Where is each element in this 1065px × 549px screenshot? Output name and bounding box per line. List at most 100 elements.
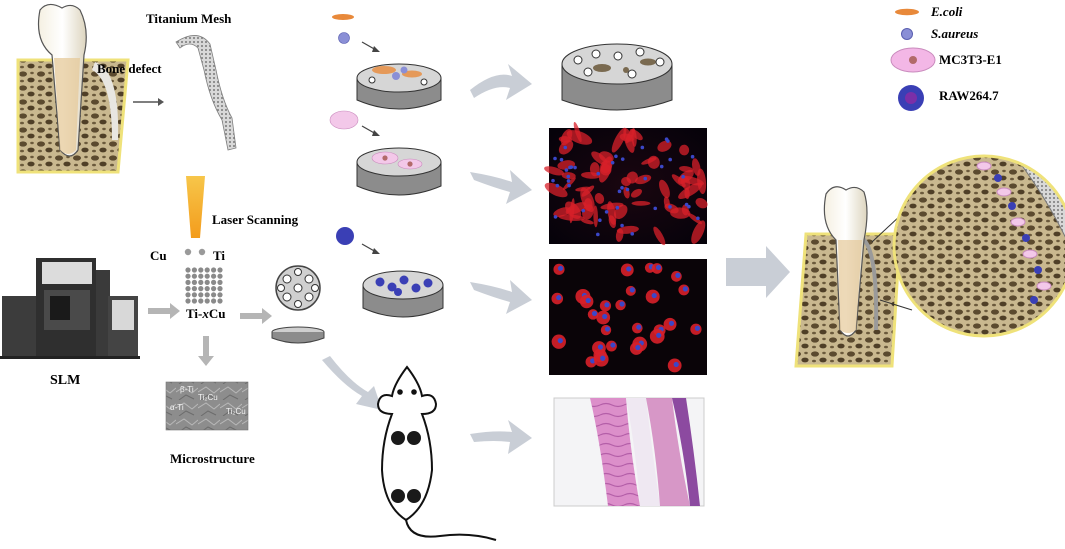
fluorescent-nucleus [675, 272, 681, 278]
macrophage-fluorescence-image [549, 259, 707, 375]
fluorescent-cytoskeleton [591, 151, 608, 166]
powder-particle [204, 292, 210, 298]
flow-arrow-alloy-to-microstructure [198, 336, 214, 366]
fluorescent-cytoskeleton [659, 179, 670, 199]
fluorescent-cytoskeleton [544, 182, 568, 198]
fluorescent-nucleus [619, 301, 625, 307]
macrophage-cell [1030, 296, 1038, 304]
powder-particle [211, 279, 217, 285]
fluorescent-cytoskeleton [581, 219, 594, 225]
result-arrow-osteoblast [470, 170, 532, 204]
powder-particle [217, 298, 223, 304]
osteoblast-cell [996, 187, 1012, 197]
bone-zoom-inset [892, 154, 1065, 338]
osteoblast-cell [976, 161, 992, 171]
powder-particle [191, 286, 197, 292]
fluorescent-cytoskeleton [678, 182, 703, 200]
powder-particle [211, 286, 217, 292]
fluorescent-nucleus [614, 154, 618, 159]
laser-beam [186, 176, 205, 238]
slm-label: SLM [50, 373, 80, 388]
osteoblast-cell [1036, 281, 1052, 291]
fluorescent-nucleus [620, 223, 624, 228]
titanium-mesh-strip [175, 35, 237, 151]
macrophage-disc [362, 270, 444, 318]
coccus-bacterium-icon [901, 28, 913, 40]
subcutaneous-implants [391, 431, 421, 503]
fluorescent-nucleus [568, 165, 572, 170]
powder-particle [185, 279, 191, 285]
fluorescent-nucleus [585, 297, 591, 304]
result-arrow-bacteria [470, 64, 532, 100]
fluorescent-nucleus [668, 157, 672, 162]
fluorescent-nucleus [610, 160, 615, 165]
inoculation-arrow-osteoblast [361, 125, 380, 136]
powder-particle [185, 298, 191, 304]
fluorescent-nucleus [566, 174, 571, 179]
inoculation-arrow-macrophage [361, 243, 380, 254]
fluorescent-nucleus [625, 187, 630, 192]
fluorescent-nucleus [581, 208, 586, 213]
fluorescent-nucleus [553, 156, 557, 161]
fluorescent-nucleus [687, 204, 691, 209]
fluorescent-cytoskeleton [670, 207, 691, 219]
powder-particle [185, 267, 191, 273]
flow-arrow-alloy-to-scaffold [240, 308, 272, 324]
fluorescent-nucleus [564, 168, 569, 172]
powder-particle [211, 273, 217, 279]
cell-nucleus-icon [905, 92, 917, 104]
microstructure-label-ti2cu-b: Ti₂Cu [226, 407, 246, 416]
titanium-mesh-label: Titanium Mesh [146, 11, 232, 26]
fluorescent-nucleus [694, 325, 701, 331]
fluorescent-nucleus [557, 265, 564, 271]
fluorescent-cytoskeleton [679, 175, 705, 186]
fluorescent-cytoskeleton [594, 193, 605, 204]
macrophage-fluorescence-cells [551, 262, 702, 373]
fluorescent-nucleus [551, 178, 555, 183]
alloy-label: Ti-xCu [186, 306, 226, 321]
arrow-to-animal-model [322, 356, 382, 410]
fluorescent-cytoskeleton [631, 128, 637, 147]
legend-label: MC3T3-E1 [939, 52, 1002, 67]
microstructure-label: Microstructure [170, 451, 255, 466]
fluorescent-nucleus [567, 183, 571, 188]
porous-scaffold-top-view [275, 265, 321, 311]
powder-particle [211, 292, 217, 298]
fluorescent-nucleus [604, 210, 609, 214]
scaffold-disc-side-view [271, 326, 325, 344]
fluorescent-cytoskeleton [691, 220, 706, 244]
powder-particle [185, 273, 191, 279]
powder-particle [204, 273, 210, 279]
arrow-to-mesh [133, 98, 164, 106]
osteoblast-cell [1010, 217, 1026, 227]
powder-particle [198, 286, 204, 292]
fluorescent-cytoskeleton [562, 177, 576, 190]
fluorescent-cytoskeleton [687, 213, 702, 225]
fluorescent-cytoskeleton [598, 156, 613, 183]
ecoli-specimen-icon [332, 14, 354, 20]
macrophage-cell [994, 174, 1002, 182]
fluorescent-cytoskeleton [593, 205, 598, 228]
fluorescent-nucleus [629, 287, 635, 293]
fluorescent-cytoskeleton [634, 174, 652, 185]
microstructure-sem-image [165, 381, 249, 431]
powder-particle [198, 292, 204, 298]
fluorescent-nucleus [659, 164, 664, 169]
fluorescent-cytoskeleton [573, 121, 582, 143]
fluorescent-nucleus [617, 189, 622, 194]
fluorescent-cytoskeleton [657, 140, 672, 152]
legend-label: RAW264.7 [939, 88, 999, 103]
healed-tooth-with-mesh [794, 186, 902, 368]
powder-particle-grid [185, 267, 223, 304]
powder-particle [198, 267, 204, 273]
fluorescent-cytoskeleton [616, 225, 639, 234]
fluorescent-nucleus [597, 344, 604, 350]
fluorescent-nucleus [557, 338, 563, 344]
osteoblast-specimen-icon [329, 110, 359, 130]
fluorescent-nucleus [559, 157, 564, 162]
macrophage-specimen-icon [336, 227, 354, 245]
saureus-specimen-icon [338, 32, 350, 44]
osteoblast-cell [1022, 249, 1038, 259]
powder-particle [217, 273, 223, 279]
cu-label: Cu [150, 248, 167, 263]
